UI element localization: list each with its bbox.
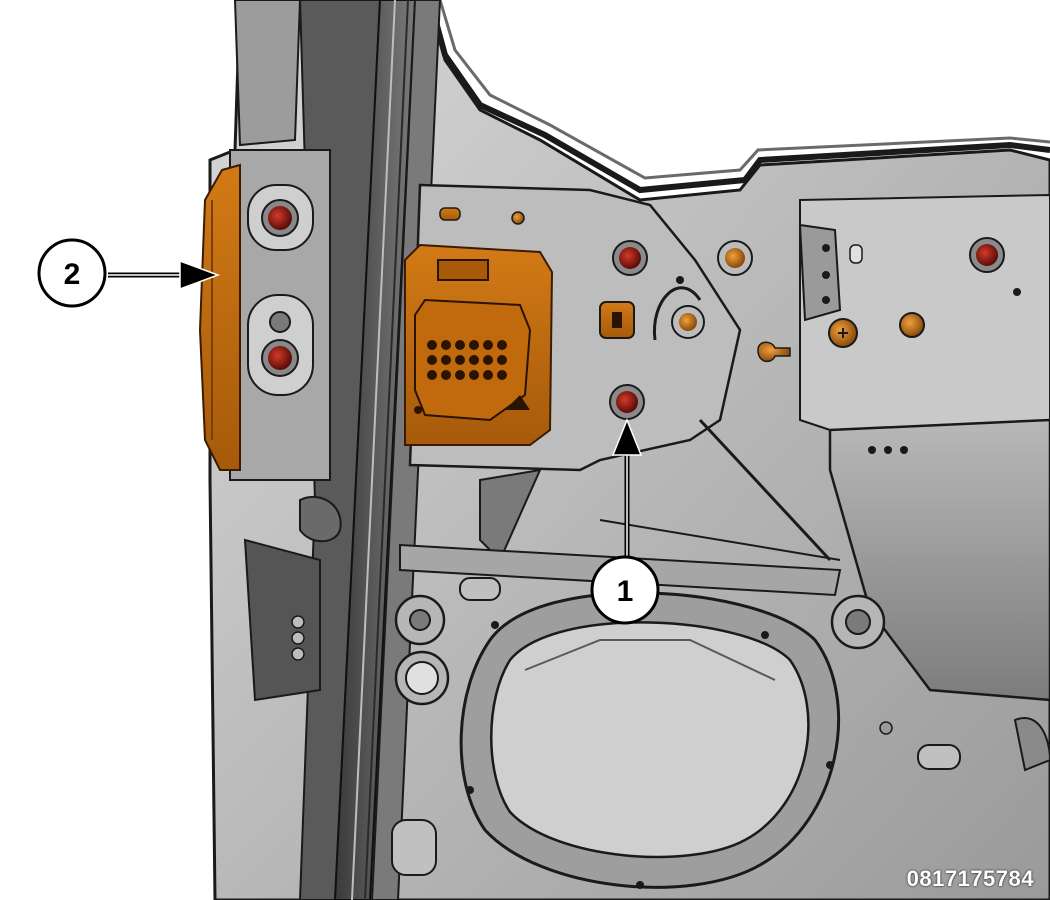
lower-check-strap	[243, 538, 321, 702]
hinge-pillar	[233, 0, 302, 147]
hinge-bolt-lower	[261, 339, 299, 377]
grommet-upper-left	[394, 594, 446, 646]
window-channel-center	[333, 0, 417, 900]
window-frame-edge	[427, 0, 1050, 194]
latch-bolt-lower-item-1	[609, 384, 645, 420]
callout-1: 1	[590, 417, 660, 625]
grommet-lower-left	[394, 650, 450, 706]
mount-nut-upper	[717, 240, 753, 276]
hinge-bolt-upper	[261, 199, 299, 237]
lower-door-pocket	[828, 418, 1050, 702]
drain-slot-lower	[391, 819, 437, 876]
drain-slot-right	[917, 744, 961, 770]
callout-2: 2	[37, 238, 221, 308]
latch-tab	[439, 207, 461, 221]
callout-1-label: 1	[617, 575, 634, 608]
figure-code: 0817175784	[906, 866, 1034, 891]
mount-nut-far-right	[899, 312, 925, 338]
hinge-bolt-mid	[269, 311, 291, 333]
key-slot	[757, 341, 791, 363]
callout-2-label: 2	[64, 258, 81, 291]
mount-bolt-right	[969, 237, 1005, 273]
drain-slot-upper	[459, 577, 501, 601]
latch-bolt-upper	[612, 240, 648, 276]
door-hinge-component-item-2	[198, 163, 241, 471]
grommet-right	[830, 594, 886, 650]
upper-right-panel	[799, 193, 1050, 432]
speaker-opening	[490, 621, 810, 859]
mount-nut-right	[828, 318, 858, 348]
latch-nut	[671, 305, 705, 339]
door-check-bracket	[798, 223, 842, 322]
latch-connector-pins	[427, 340, 507, 380]
